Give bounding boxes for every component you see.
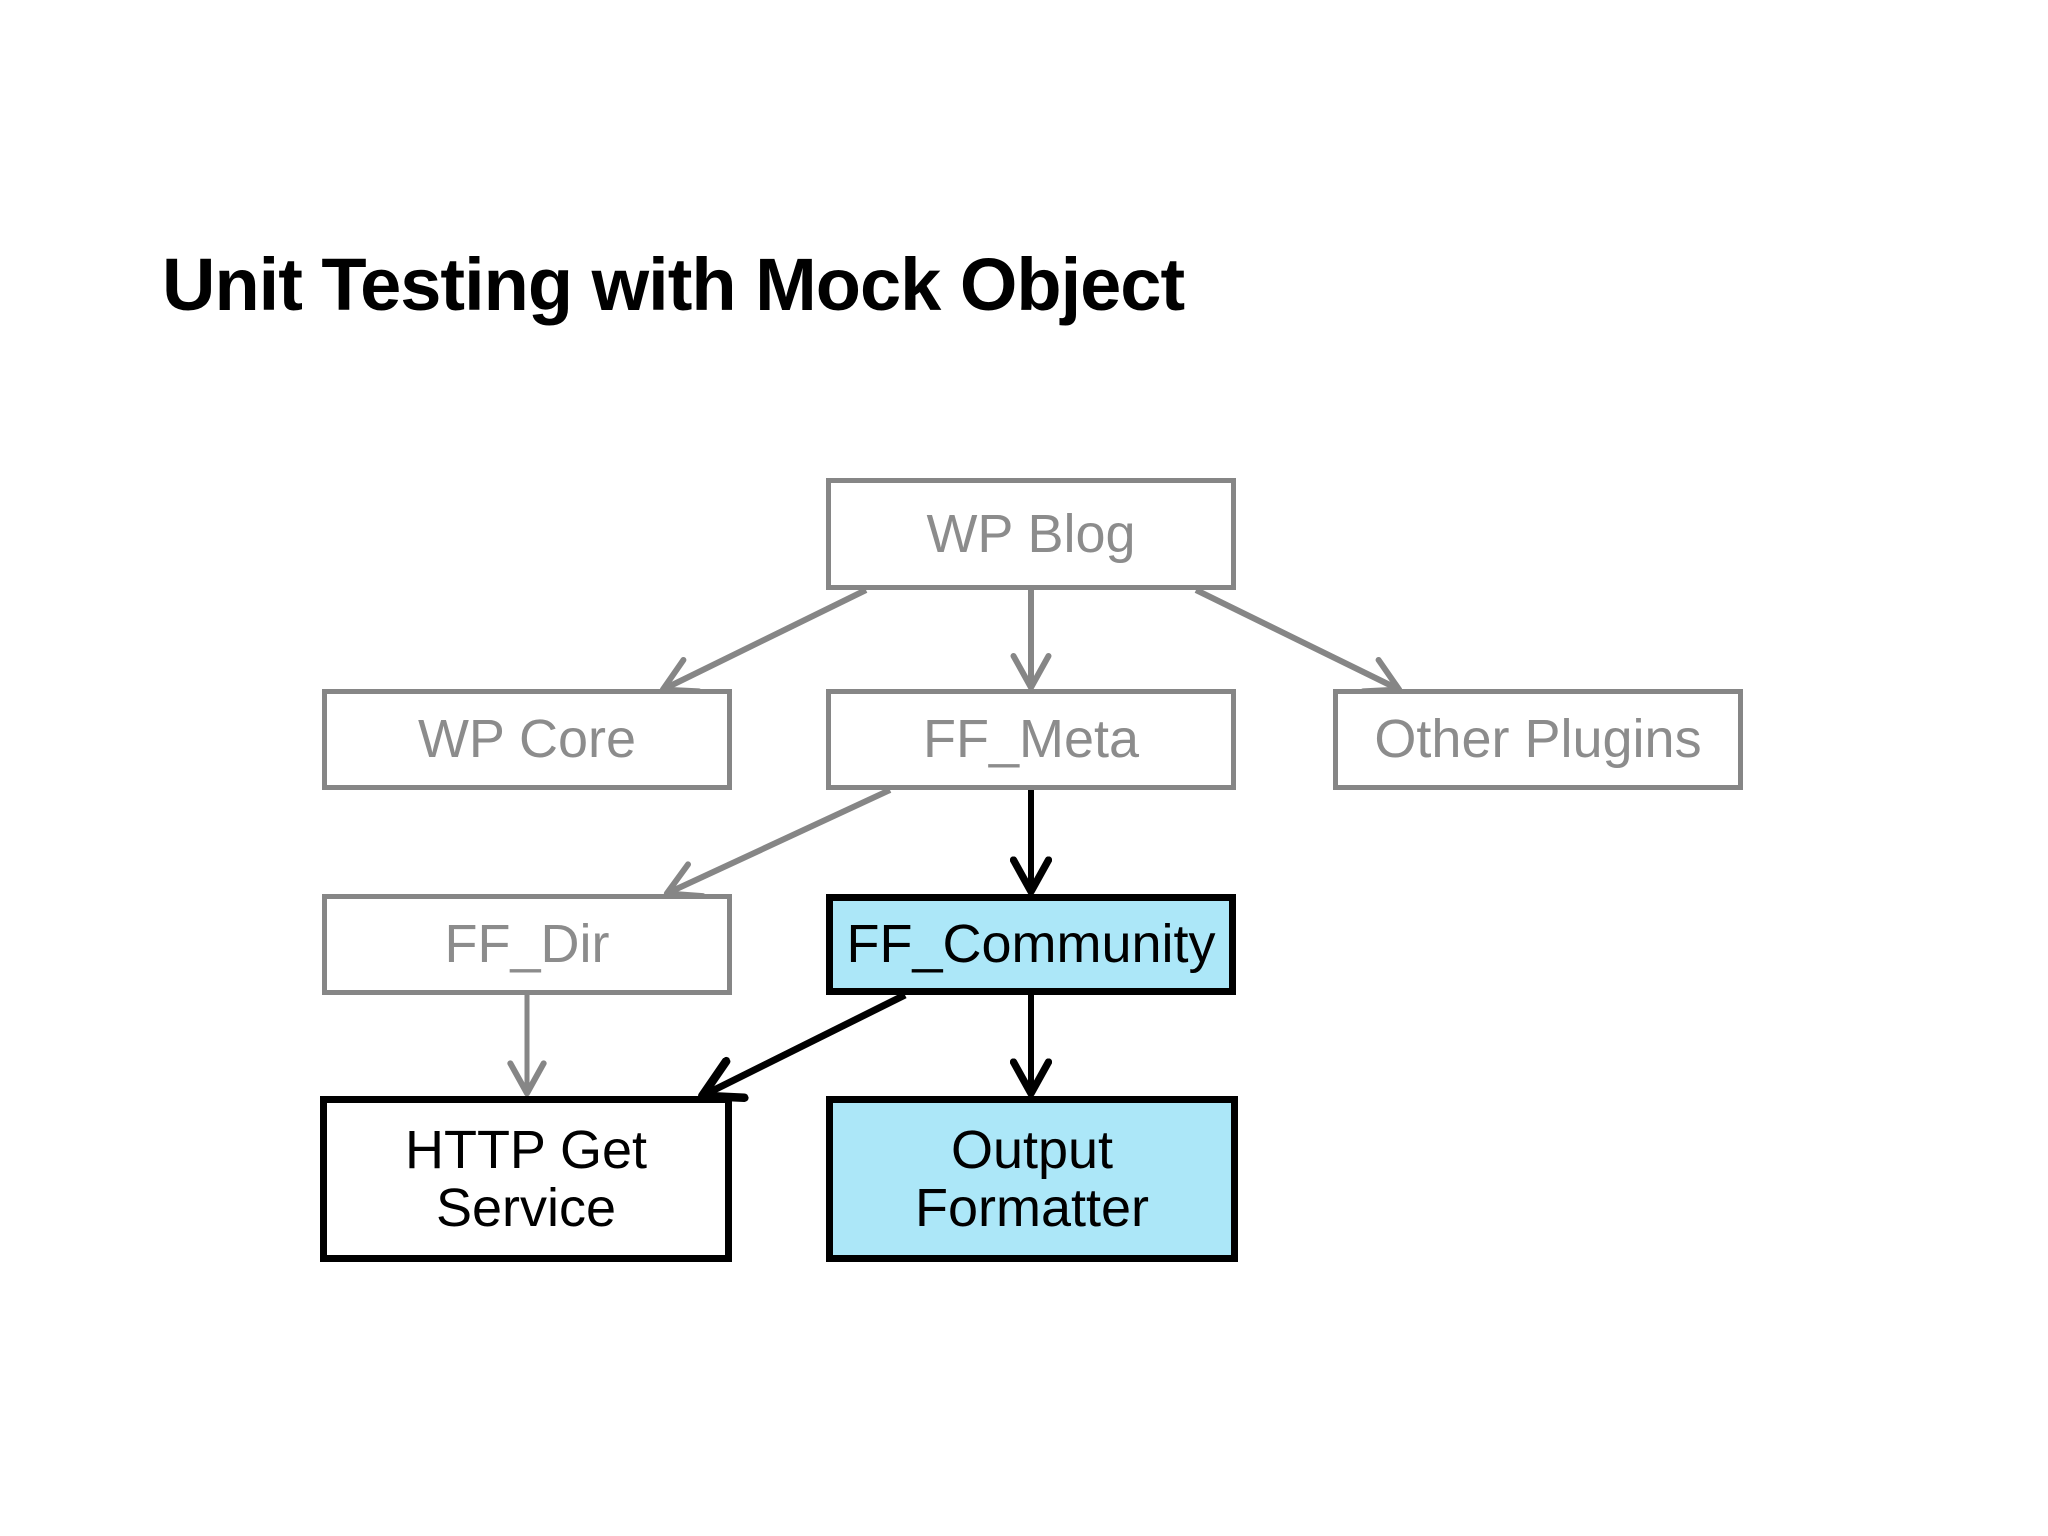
node-http-get-service-label: HTTP Get Service bbox=[327, 1121, 725, 1238]
edge-ff-meta-to-ff-dir bbox=[663, 787, 892, 900]
node-other-plugins-label: Other Plugins bbox=[1374, 709, 1702, 770]
node-ff-community[interactable]: FF_Community bbox=[826, 894, 1236, 995]
edge-ff-community-to-http-get-service bbox=[706, 991, 907, 1094]
edge-wp-blog-to-other-plugins bbox=[1194, 587, 1403, 695]
node-output-formatter-label-line1: Output bbox=[950, 1119, 1114, 1180]
node-http-get-service[interactable]: HTTP Get Service bbox=[320, 1096, 732, 1262]
page-title: Unit Testing with Mock Object bbox=[162, 243, 1185, 326]
node-ff-community-label: FF_Community bbox=[846, 914, 1216, 975]
node-output-formatter[interactable]: Output Formatter bbox=[826, 1096, 1238, 1262]
node-wp-blog[interactable]: WP Blog bbox=[826, 478, 1236, 590]
node-ff-meta-label: FF_Meta bbox=[922, 709, 1140, 770]
edge-wp-blog-to-wp-core bbox=[659, 587, 868, 695]
node-output-formatter-label: Output Formatter bbox=[833, 1121, 1231, 1238]
node-ff-dir[interactable]: FF_Dir bbox=[322, 894, 732, 995]
node-ff-meta[interactable]: FF_Meta bbox=[826, 689, 1236, 790]
node-output-formatter-label-line2: Formatter bbox=[914, 1178, 1150, 1238]
node-ff-dir-label: FF_Dir bbox=[444, 914, 610, 975]
node-http-get-service-label-line1: HTTP Get bbox=[404, 1119, 648, 1180]
node-wp-core[interactable]: WP Core bbox=[322, 689, 732, 790]
node-http-get-service-label-line2: Service bbox=[435, 1178, 617, 1238]
node-other-plugins[interactable]: Other Plugins bbox=[1333, 689, 1743, 790]
node-wp-blog-label: WP Blog bbox=[926, 503, 1136, 564]
node-wp-core-label: WP Core bbox=[417, 709, 637, 770]
